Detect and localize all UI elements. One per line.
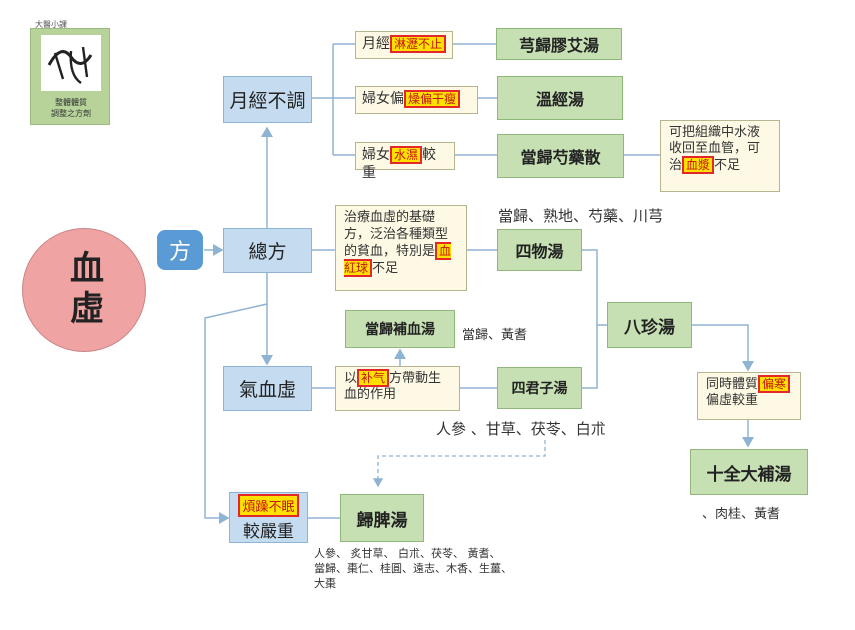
herbs-guipi-line1: 人參、 炙甘草、 白朮、茯苓、 黃耆、 xyxy=(314,547,501,560)
formula-dangguishaoyao: 當歸芍藥散 xyxy=(497,134,624,178)
note-dgsy-line1: 可把組織中水液 xyxy=(669,125,761,140)
formula-dangguibuxue-label: 當歸補血湯 xyxy=(365,322,435,338)
arrow-zongfang-jiaoyan xyxy=(204,303,268,524)
note-qixue-post: 方帶動生血的作用 xyxy=(344,371,442,403)
note-shiquan: 同時體質偏寒 偏虛較重 xyxy=(697,372,801,420)
note-dgsy-line2: 收回至血管，可 xyxy=(669,141,761,157)
main-node-circle: 血虛 xyxy=(22,228,146,352)
formula-wenjing: 溫經湯 xyxy=(497,76,623,120)
formula-dangguishaoyao-label: 當歸芍藥散 xyxy=(520,148,601,167)
note-siwu-text: 治療血虛的基礎方，泛治各種類型的貧血，特別是 xyxy=(344,210,449,259)
condition-2-highlight: 燥偏干瘦 xyxy=(404,90,461,108)
condition-1-highlight: 淋瀝不止 xyxy=(390,35,447,53)
main-node-label: 血虛 xyxy=(63,250,104,330)
category-qixuexu-label: 氣血虛 xyxy=(238,379,296,401)
herbs-guipi: 人參、 炙甘草、 白朮、茯苓、 黃耆、 當歸、棗仁、桂圓、遠志、木香、生薑、 大… xyxy=(314,546,512,591)
condition-3-highlight: 水濕 xyxy=(390,146,423,164)
formula-siwu: 四物湯 xyxy=(497,229,582,271)
condition-3: 婦女水濕較重 xyxy=(355,142,455,181)
note-qixue-highlight: 补气 xyxy=(357,369,390,387)
arrow-bazhen-note xyxy=(692,324,754,372)
note-qixue: 以补气方帶動生血的作用 xyxy=(335,366,460,411)
category-jiaoyanzhong: 煩躁不眠 較嚴重 xyxy=(229,492,308,543)
formula-wenjing-label: 溫經湯 xyxy=(535,90,584,109)
herbs-siwu: 當歸、熟地、芍藥、川芎 xyxy=(498,207,664,225)
logo-caption: 大醫小課 xyxy=(35,12,125,29)
herbs-shiquan: 、肉桂、黃耆 xyxy=(702,507,781,522)
note-siwu: 治療血虛的基礎方，泛治各種類型的貧血，特別是血紅球不足 xyxy=(335,205,467,291)
note-dgsy-post: 不足 xyxy=(714,157,741,173)
formula-siwu-label: 四物湯 xyxy=(515,242,564,261)
note-shiquan-line2: 偏虛較重 xyxy=(706,393,759,409)
condition-1: 月經淋瀝不止 xyxy=(355,31,453,59)
formula-shiquandabu-label: 十全大補湯 xyxy=(706,464,792,485)
category-zongfang: 總方 xyxy=(223,228,312,273)
jiaoyan-label: 較嚴重 xyxy=(243,521,294,542)
condition-3-suffix: 較重 xyxy=(362,147,437,181)
category-zongfang-label: 總方 xyxy=(248,241,287,263)
condition-3-prefix: 婦女 xyxy=(362,147,390,163)
condition-2: 婦女偏燥偏干瘦 xyxy=(355,86,478,114)
note-dgsy-pre: 治 xyxy=(669,157,683,173)
jiaoyan-highlight: 煩躁不眠 xyxy=(238,493,299,517)
formula-bazhen: 八珍湯 xyxy=(607,302,692,348)
fang-badge: 方 xyxy=(157,230,203,270)
formula-xiongguijiaoai: 芎歸膠艾湯 xyxy=(496,28,622,60)
note-shiquan-line1: 同時體質 xyxy=(706,377,759,392)
fang-label: 方 xyxy=(168,240,191,265)
note-shiquan-highlight: 偏寒 xyxy=(758,375,791,393)
herbs-danggui: 當歸、黃耆 xyxy=(462,328,528,343)
arrow-sijunzi-guipi xyxy=(372,440,546,488)
formula-dangguibuxue: 當歸補血湯 xyxy=(345,310,455,348)
logo: 整體體質 調整之方劑 xyxy=(30,28,110,125)
condition-2-prefix: 婦女偏 xyxy=(362,91,404,107)
category-qixuexu: 氣血虛 xyxy=(223,366,312,411)
formula-guipi-label: 歸脾湯 xyxy=(356,510,408,531)
herbs-sijunzi: 人參 、甘草、茯苓、白朮 xyxy=(436,420,606,438)
calligraphy-icon xyxy=(47,46,93,84)
herbs-guipi-line2: 當歸、棗仁、桂圓、遠志、木香、生薑、 xyxy=(314,562,512,575)
herbs-guipi-line3: 大棗 xyxy=(314,577,336,590)
formula-shiquandabu: 十全大補湯 xyxy=(690,449,808,495)
formula-bazhen-label: 八珍湯 xyxy=(624,317,675,338)
category-yuejing: 月經不調 xyxy=(223,76,312,123)
logo-line-1: 整體體質 xyxy=(55,98,87,107)
note-qixue-pre: 以 xyxy=(344,371,358,386)
note-siwu-post: 不足 xyxy=(372,260,399,276)
formula-guipi: 歸脾湯 xyxy=(340,494,424,542)
formula-xiongguijiaoai-label: 芎歸膠艾湯 xyxy=(518,36,599,55)
category-yuejing-label: 月經不調 xyxy=(229,90,306,112)
condition-1-prefix: 月經 xyxy=(362,36,390,52)
logo-calligraphy xyxy=(41,35,101,91)
note-dgsy-highlight: 血漿 xyxy=(682,155,715,174)
logo-line-2: 調整之方劑 xyxy=(51,109,91,118)
formula-sijunzi-label: 四君子湯 xyxy=(511,381,568,397)
logo-caption-text: 大醫小課 xyxy=(35,20,67,29)
formula-sijunzi: 四君子湯 xyxy=(497,367,582,409)
note-dangguishaoyao: 可把組織中水液 收回至血管，可 治血漿不足 xyxy=(660,120,780,192)
